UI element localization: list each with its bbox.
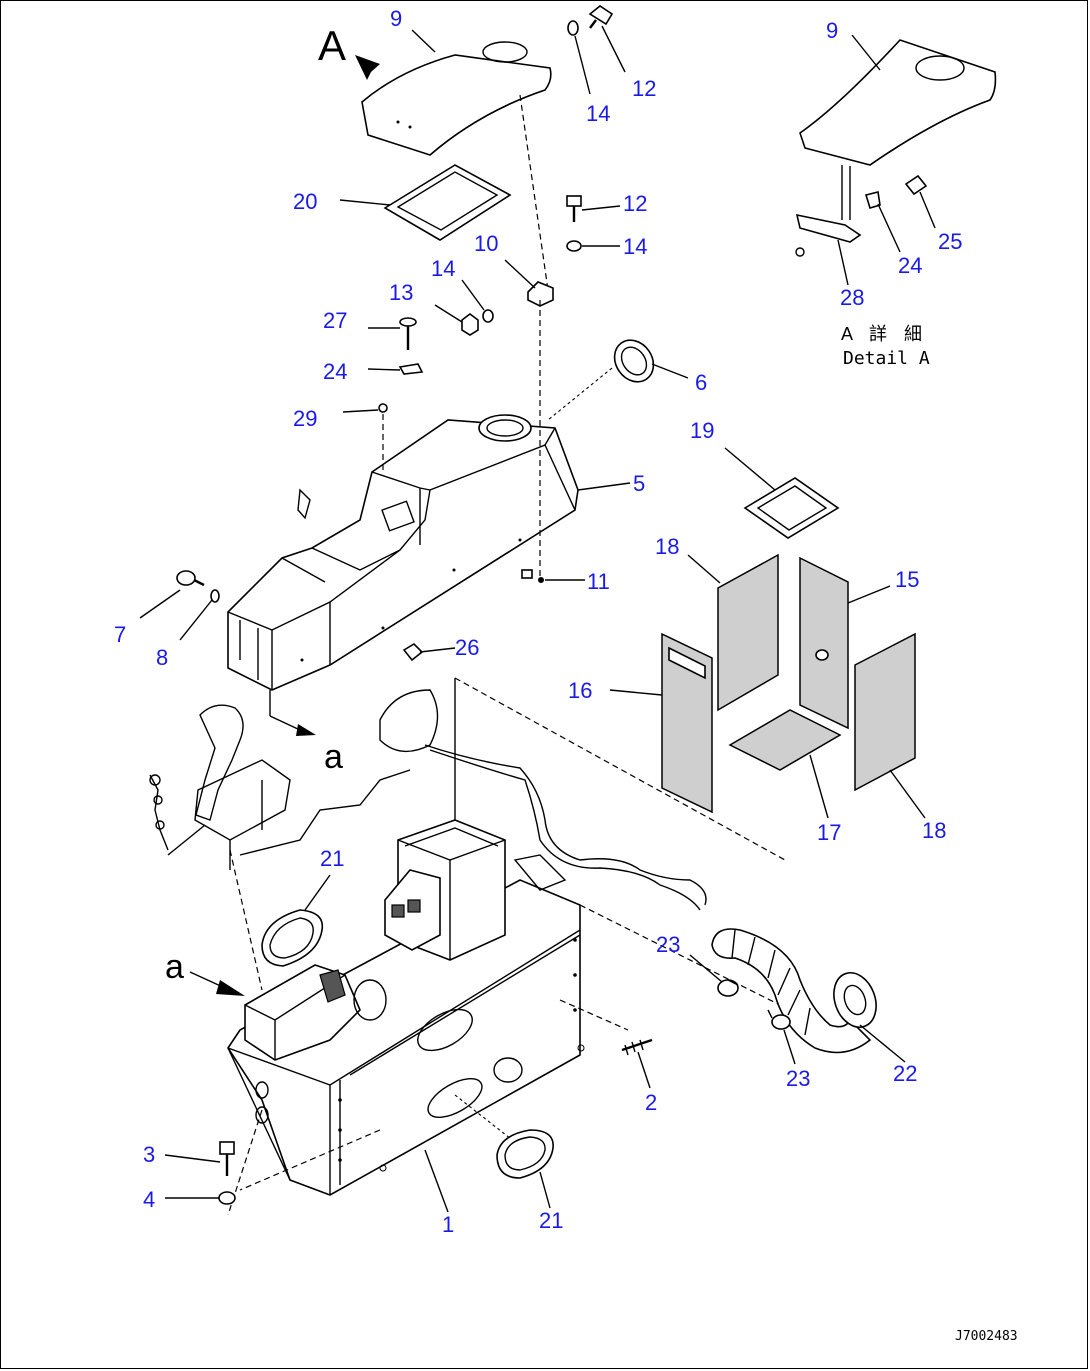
label-3: 3	[143, 1142, 155, 1167]
bolt-27	[399, 317, 417, 350]
label-18-bottom: 18	[922, 818, 946, 843]
label-12-mid: 12	[623, 191, 647, 216]
label-14-left: 14	[431, 256, 455, 281]
control-lever-assembly	[149, 704, 291, 870]
panel-part-18-bottom	[854, 632, 916, 792]
svg-text:a: a	[165, 948, 184, 986]
label-25: 25	[938, 229, 962, 254]
label-21-bottom: 21	[539, 1208, 563, 1233]
panel-part-19	[743, 477, 840, 539]
label-17: 17	[817, 820, 841, 845]
svg-text:A: A	[318, 22, 346, 69]
label-14-top: 14	[586, 101, 610, 126]
label-8: 8	[156, 645, 168, 670]
bolt-part-3	[219, 1141, 235, 1176]
clamp-23-top	[717, 979, 739, 997]
bolt-12-top	[588, 5, 614, 29]
pin-part-2	[621, 1038, 653, 1056]
label-24-left: 24	[323, 359, 347, 384]
grommet-29	[378, 403, 388, 413]
label-13: 13	[389, 280, 413, 305]
label-14-mid: 14	[623, 234, 647, 259]
label-15: 15	[895, 567, 919, 592]
label-29: 29	[293, 406, 317, 431]
bolt-12-mid	[566, 195, 582, 222]
detail-a-title-jp: A 詳 細	[841, 324, 928, 344]
label-21-top: 21	[320, 846, 344, 871]
label-1: 1	[442, 1212, 454, 1237]
label-24-detail: 24	[898, 253, 922, 278]
bolt-7	[176, 570, 205, 587]
label-22: 22	[893, 1061, 917, 1086]
console-cover-part-5	[227, 414, 579, 691]
label-7: 7	[114, 622, 126, 647]
console-frame-part-1	[227, 819, 585, 1196]
view-arrow-a: A	[318, 22, 380, 80]
label-28: 28	[840, 285, 864, 310]
label-2: 2	[645, 1090, 657, 1115]
panel-part-18-top	[717, 553, 779, 712]
ref-a-label-1: a	[324, 738, 343, 776]
label-20: 20	[293, 189, 317, 214]
panel-part-16	[661, 632, 713, 814]
label-18-top: 18	[655, 534, 679, 559]
washer-8	[210, 589, 220, 603]
label-4: 4	[143, 1187, 155, 1212]
label-6: 6	[695, 370, 707, 395]
label-23-top: 23	[656, 932, 680, 957]
panel-part-17	[728, 709, 842, 771]
label-26: 26	[455, 635, 479, 660]
wiring-harness	[239, 689, 707, 911]
clip-24-left	[398, 363, 424, 375]
label-12-top: 12	[632, 76, 656, 101]
clip-26	[402, 642, 424, 662]
label-9-main: 9	[390, 6, 402, 31]
part-number-labels: 9 12 14 20 12 10 14 14 13 27 24 29 6 5 1…	[114, 6, 962, 1237]
label-19: 19	[690, 418, 714, 443]
ref-a-arrow-2: a	[165, 948, 245, 996]
panel-part-15	[799, 556, 849, 730]
nut-13	[461, 313, 479, 336]
washer-part-4	[218, 1191, 236, 1205]
label-16: 16	[568, 678, 592, 703]
label-10: 10	[474, 231, 498, 256]
detail-a-title-en: Detail A	[843, 348, 930, 369]
washer-14-mid	[566, 240, 582, 252]
washer-14-top	[567, 20, 579, 36]
detail-a-view: A 詳 細 Detail A	[795, 39, 997, 369]
gasket-part-20	[383, 164, 512, 241]
washer-14-left	[482, 309, 494, 323]
drawing-code: J7002483	[955, 1329, 1018, 1344]
label-5: 5	[633, 471, 645, 496]
screw-11	[521, 569, 544, 583]
label-23-bottom: 23	[786, 1066, 810, 1091]
duct-part-22	[711, 928, 877, 1054]
label-9-detail: 9	[826, 18, 838, 43]
ring-part-6	[613, 339, 655, 383]
gasket-21-bottom	[496, 1129, 554, 1179]
clamp-23-bottom	[767, 1009, 791, 1030]
label-27: 27	[323, 308, 347, 333]
leader-lines	[139, 25, 936, 1213]
gasket-21-top	[261, 909, 324, 967]
cover-part-9	[361, 41, 552, 156]
label-11: 11	[587, 569, 610, 594]
